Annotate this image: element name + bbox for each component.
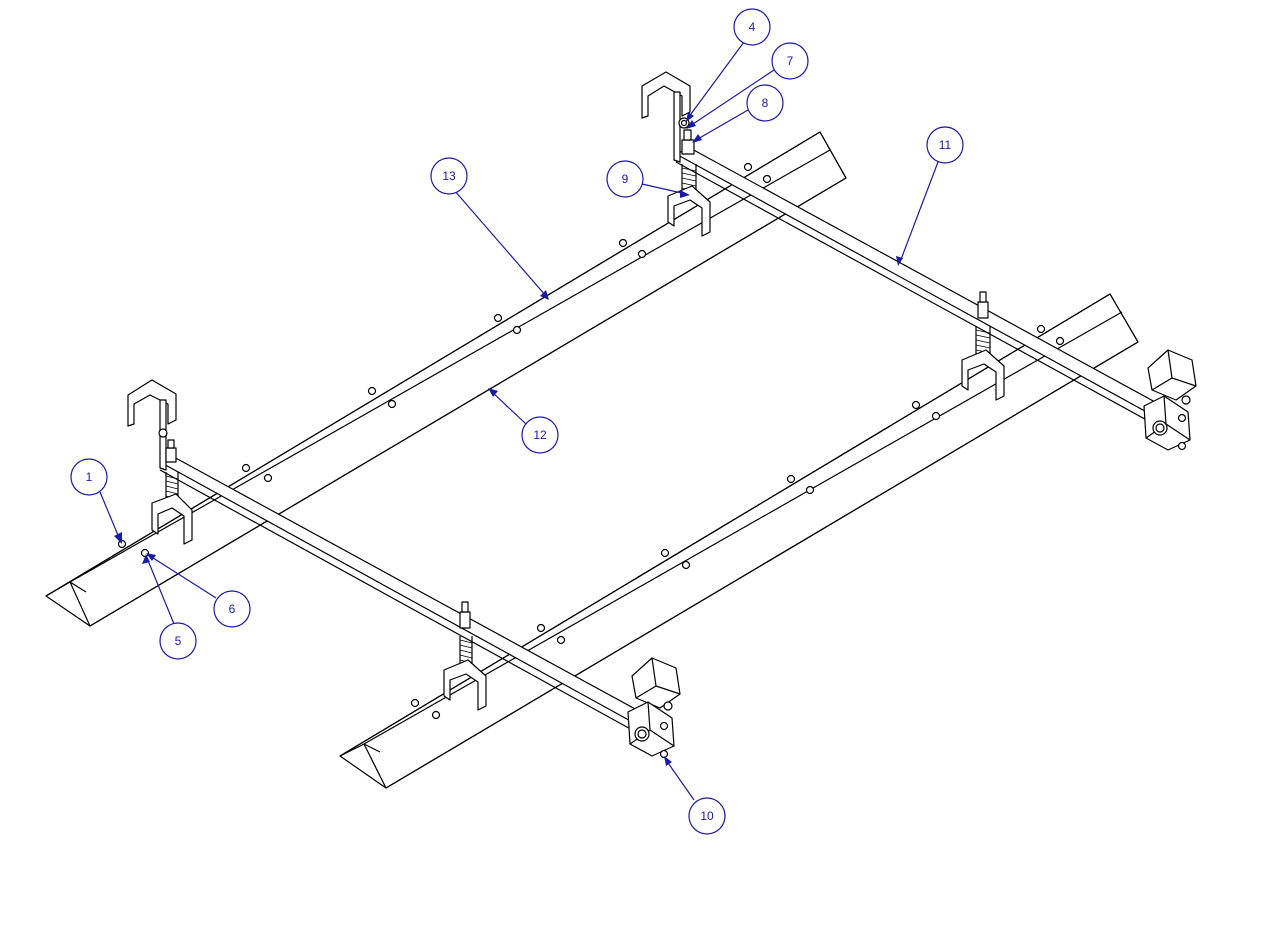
balloon-5-label: 5 <box>175 634 182 648</box>
hanger-assembly-front-left <box>127 379 193 545</box>
balloon-8-label: 8 <box>762 96 769 110</box>
rail-bolts-lower <box>410 324 1065 720</box>
balloon-12-label: 12 <box>533 428 547 442</box>
balloon-6: 6 <box>213 590 251 628</box>
balloon-1: 1 <box>70 458 108 496</box>
balloon-1-label: 1 <box>86 470 93 484</box>
balloon-4-label: 4 <box>749 20 756 34</box>
hanger-assembly-front-mid <box>443 601 487 711</box>
end-clamp-back <box>1143 349 1197 451</box>
balloon-7-label: 7 <box>787 54 794 68</box>
cross-bar-back <box>675 147 1167 425</box>
end-clamp-front <box>627 657 681 759</box>
rail-bolts-upper <box>117 162 772 558</box>
balloon-11: 11 <box>926 126 964 164</box>
balloon-11-label: 11 <box>939 138 952 152</box>
balloon-5: 5 <box>159 622 197 660</box>
balloon-10-label: 10 <box>700 809 714 823</box>
balloon-9-label: 9 <box>622 172 629 186</box>
hanger-assembly-back-left <box>641 71 711 237</box>
balloon-12: 12 <box>521 416 559 454</box>
hanger-assembly-back-mid <box>961 291 1005 401</box>
balloon-6-label: 6 <box>229 602 236 616</box>
balloon-7: 7 <box>771 42 809 80</box>
balloon-9: 9 <box>606 160 644 198</box>
leader-lines <box>99 41 939 801</box>
balloon-10: 10 <box>688 797 726 835</box>
balloon-13: 13 <box>430 157 468 195</box>
balloon-8: 8 <box>746 84 784 122</box>
balloon-4: 4 <box>733 8 771 46</box>
balloon-13-label: 13 <box>442 169 456 183</box>
